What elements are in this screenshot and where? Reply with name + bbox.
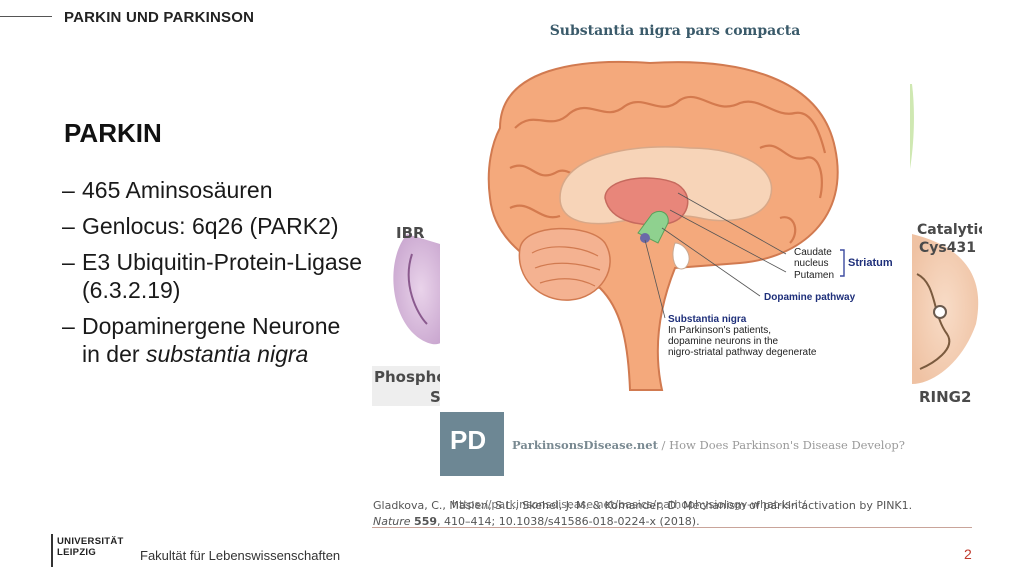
- dash-marker: –: [62, 177, 75, 203]
- page-number: 2: [964, 546, 972, 562]
- substantia-nigra-label: Substantia nigra: [668, 314, 747, 325]
- substantia-nigra-desc-3: nigro-striatal pathway degenerate: [668, 347, 817, 358]
- putamen-label: Putamen: [794, 270, 835, 281]
- bullet-item: –465 Aminsosäuren: [62, 176, 362, 204]
- dash-marker: –: [62, 249, 75, 275]
- catalytic-site-label: Catalytic site: [917, 222, 982, 238]
- slide-title: PARKIN: [64, 118, 162, 148]
- phospho-label: Phospho: [374, 368, 447, 386]
- substantia-nigra-marker: [640, 233, 650, 243]
- bullet-text: Genlocus: 6q26 (PARK2): [82, 213, 339, 239]
- caudate-label-2: nucleus: [794, 258, 829, 269]
- footer-rule: [372, 527, 972, 528]
- bullet-text: Dopaminergene Neurone in der: [82, 313, 341, 367]
- citation-rest: , 410–414; 10.1038/s41586-018-0224-x (20…: [437, 515, 700, 528]
- university-logo-line2: LEIPZIG: [57, 547, 97, 558]
- source-brand: ParkinsonsDisease.net: [512, 438, 658, 452]
- bullet-text: 465 Aminsosäuren: [82, 177, 273, 203]
- ibr-domain-blob: [393, 234, 449, 345]
- brain-graphic: [487, 60, 845, 391]
- bullet-item: –Dopaminergene Neurone in der substantia…: [62, 312, 362, 368]
- university-logo-bar: [51, 534, 53, 567]
- bullet-item: –E3 Ubiquitin-Protein-Ligase (6.3.2.19): [62, 248, 362, 304]
- university-logo-line1: UNIVERSITÄT: [57, 536, 124, 547]
- pd-logo-text: PD: [450, 425, 487, 455]
- header-rule: [0, 16, 52, 17]
- brain-illustration: Substantia nigra pars compacta Caudate n…: [440, 18, 910, 410]
- green-domain-blob: [902, 84, 914, 204]
- substantia-nigra-desc-2: dopamine neurons in the: [668, 336, 779, 347]
- bullet-italic-text: substantia nigra: [145, 341, 309, 367]
- substantia-nigra-desc-1: In Parkinson's patients,: [668, 325, 772, 336]
- source-url[interactable]: https://parkinsonsdisease.net/basics/pat…: [452, 498, 806, 511]
- source-banner: ParkinsonsDisease.net / How Does Parkins…: [512, 438, 905, 452]
- ring2-label: RING2: [919, 388, 971, 406]
- ibr-label: IBR: [396, 224, 425, 242]
- pd-logo: PD: [440, 412, 504, 476]
- cerebellum-shape: [518, 227, 611, 301]
- citation-journal: Nature: [373, 515, 411, 528]
- dopamine-pathway-label: Dopamine pathway: [764, 292, 856, 303]
- bullet-list: –465 Aminsosäuren –Genlocus: 6q26 (PARK2…: [62, 176, 362, 376]
- caudate-label-1: Caudate: [794, 247, 832, 258]
- university-logo: UNIVERSITÄT LEIPZIG: [57, 536, 124, 558]
- dash-marker: –: [62, 313, 75, 339]
- faculty-name: Fakultät für Lebenswissenschaften: [140, 548, 341, 563]
- citation-authors: Gladkova, C., Maslen, S.L., Skehel, J. M…: [373, 499, 913, 512]
- section-header: PARKIN UND PARKINSON: [64, 9, 255, 26]
- callout-lines: [644, 192, 787, 319]
- phospho-s-label: S: [430, 388, 441, 406]
- citation: Gladkova, C., Maslen, S.L., Skehel, J. M…: [373, 498, 973, 530]
- brain-figure-title: Substantia nigra pars compacta: [549, 23, 801, 39]
- cys431-label: Cys431: [919, 240, 976, 256]
- cortex-gyri: [509, 95, 827, 244]
- dash-marker: –: [62, 213, 75, 239]
- bullet-text: E3 Ubiquitin-Protein-Ligase (6.3.2.19): [82, 249, 362, 303]
- source-title: / How Does Parkinson's Disease Develop?: [657, 438, 905, 452]
- bullet-item: –Genlocus: 6q26 (PARK2): [62, 212, 362, 240]
- citation-volume: 559: [414, 515, 438, 528]
- striatum-shape: [604, 177, 689, 226]
- striatum-bracket: [840, 249, 845, 277]
- striatum-label: Striatum: [848, 257, 893, 269]
